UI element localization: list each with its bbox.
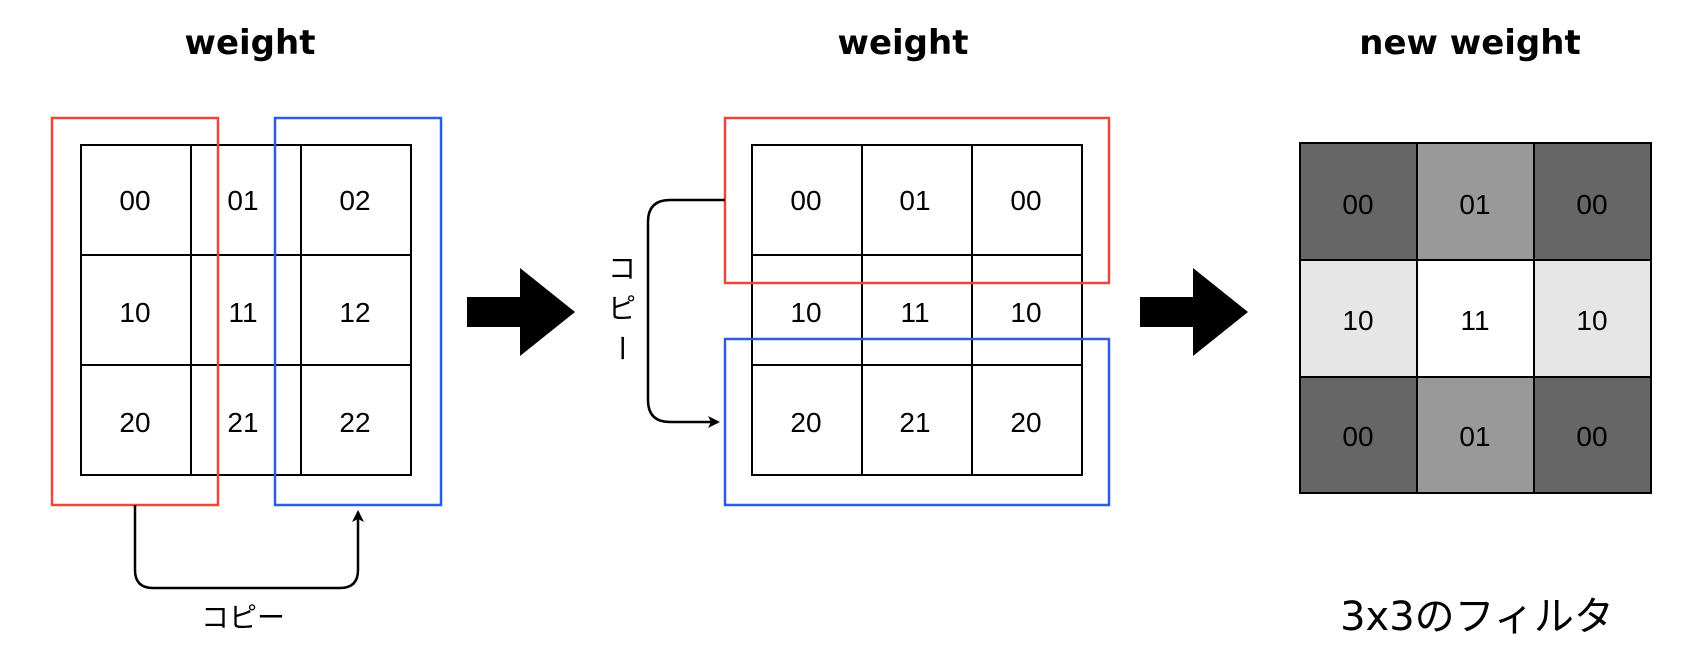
panel3-cell-bg-12 xyxy=(1533,259,1652,378)
panel1-cell-12: 12 xyxy=(339,297,370,328)
panel3-cell-02: 00 xyxy=(1576,189,1607,220)
panel1-blue-column-highlight xyxy=(273,116,443,507)
panel2-cell-02: 00 xyxy=(1010,185,1041,216)
big-arrow-icon-2 xyxy=(1140,268,1248,356)
panel3-cell-12: 10 xyxy=(1576,305,1607,336)
panel2-blue-row-highlight xyxy=(723,337,1111,507)
panel2-cell-12: 10 xyxy=(1010,297,1041,328)
panel1-cell-01: 01 xyxy=(227,185,258,216)
panel2-cell-00: 00 xyxy=(790,185,821,216)
panel2-cell-22: 20 xyxy=(1010,407,1041,438)
panel1-copy-arrow xyxy=(133,505,364,590)
panel1-grid-border xyxy=(80,144,412,476)
panel2-copy-label-char-1: コ xyxy=(608,252,636,285)
panel2-cell-01: 01 xyxy=(899,185,930,216)
panel3-cell-bg-11 xyxy=(1416,259,1535,378)
panel1-copy-label: コピー xyxy=(201,601,285,634)
panel3-cell-22: 00 xyxy=(1576,421,1607,452)
panel1-cell-20: 20 xyxy=(119,407,150,438)
panel1-cell-11: 11 xyxy=(228,297,257,328)
panel2-copy-label-char-2: ピ xyxy=(608,292,636,325)
panel1-cell-02: 02 xyxy=(339,185,370,216)
panel2-grid-border xyxy=(751,144,1083,476)
panel1-cell-21: 21 xyxy=(227,407,258,438)
panel3-cell-bg-02 xyxy=(1533,142,1652,261)
panel2-cell-10: 10 xyxy=(790,297,821,328)
panel3-caption: 3x3のフィルタ xyxy=(1340,594,1614,640)
panel1-grid: 00 01 02 10 11 12 20 21 22 xyxy=(80,144,412,476)
panel2-copy-arrow xyxy=(646,198,725,428)
panel3-cell-00: 00 xyxy=(1342,189,1373,220)
panel1-title: weight xyxy=(185,23,316,63)
panel2-copy-label-char-3: ー xyxy=(605,334,638,362)
panel2-grid: 00 01 00 10 11 10 20 21 20 xyxy=(751,144,1083,476)
panel2-cell-20: 20 xyxy=(790,407,821,438)
panel3-cell-bg-21 xyxy=(1416,376,1535,494)
panel3-cell-01: 01 xyxy=(1459,189,1490,220)
panel3-cell-bg-10 xyxy=(1299,259,1418,378)
panel2-cell-21: 21 xyxy=(899,407,930,438)
panel1-cell-10: 10 xyxy=(119,297,150,328)
panel3-title: new weight xyxy=(1359,23,1580,63)
panel2-title: weight xyxy=(838,23,969,63)
big-arrow-icon-1 xyxy=(467,268,575,356)
panel3-cell-10: 10 xyxy=(1342,305,1373,336)
panel3-cell-bg-22 xyxy=(1533,376,1652,494)
panel3-grid: 00 01 00 10 11 10 00 01 00 xyxy=(1299,142,1652,494)
panel3-cell-20: 00 xyxy=(1342,421,1373,452)
panel1-cell-22: 22 xyxy=(339,407,370,438)
panel1-cell-00: 00 xyxy=(119,185,150,216)
panel3-cell-bg-20 xyxy=(1299,376,1418,494)
panel2-cell-11: 11 xyxy=(900,297,929,328)
panel3-cell-21: 01 xyxy=(1459,421,1490,452)
panel3-cell-11: 11 xyxy=(1460,305,1489,336)
